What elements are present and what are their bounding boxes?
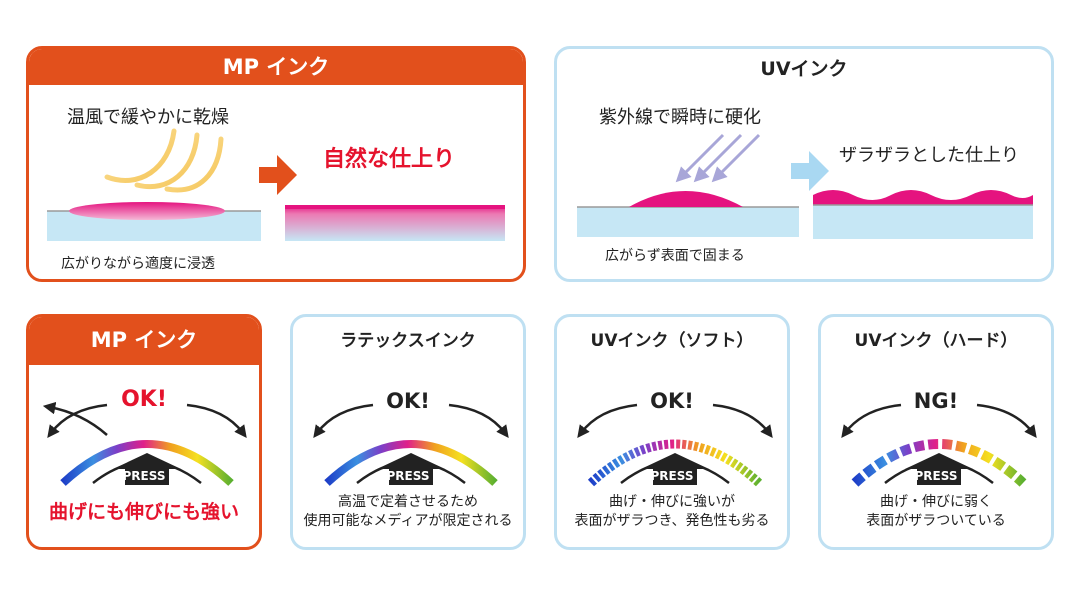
card-uv-soft-status: OK! [650, 389, 694, 413]
press-arrow-icon [641, 453, 709, 485]
bend-arrow-right-icon [712, 403, 773, 438]
card-uv-soft-press-label: PRESS [650, 469, 694, 483]
uv-process-text: 紫外線で瞬時に硬化 [599, 107, 761, 128]
uv-process-illustration [577, 133, 1033, 239]
uv-result-text: ザラザラとした仕上り [839, 145, 1019, 166]
rainbow-print-arc [324, 440, 498, 486]
bend-arrow-left-icon [577, 403, 638, 438]
press-arrow-icon [377, 453, 445, 485]
uv-ink-droplet [629, 191, 743, 207]
card-latex-ink: ラテックスインク OK! PRESS 高温で定着させるため 使用可能なメディアが… [290, 314, 526, 550]
card-uv-hard-press-label: PRESS [914, 469, 958, 483]
card-uv-hard-caption-line-2: 表面がザラついている [866, 513, 1006, 529]
rainbow-print-arc-cracked [851, 439, 1027, 487]
bend-arrow-left-icon [841, 403, 902, 438]
card-latex-caption-line-2: 使用可能なメディアが限定される [303, 513, 513, 529]
flex-test-illustration [313, 403, 509, 486]
bend-arrow-right-icon [448, 403, 509, 438]
card-uv-soft-caption: 曲げ・伸びに強いが 表面がザラつき、発色性も劣る [557, 493, 787, 531]
card-latex-status: OK! [386, 389, 430, 413]
card-mp-caption: 曲げにも伸びにも強い [48, 501, 239, 523]
press-arrow-icon [905, 453, 973, 485]
mp-ink-process-panel: MP インク 温風で緩やかに乾燥 自然な仕上り 広がりながら適度に浸透 [26, 46, 526, 282]
mp-result-text: 自然な仕上り [323, 147, 456, 172]
card-mp-title: MP インク [29, 317, 259, 365]
mp-process-text: 温風で緩やかに乾燥 [67, 107, 229, 128]
card-latex-caption: 高温で定着させるため 使用可能なメディアが限定される [293, 493, 523, 531]
card-uv-hard-title: UVインク（ハード） [854, 331, 1018, 351]
rainbow-print-arc [60, 440, 234, 486]
card-latex-press-label: PRESS [386, 469, 430, 483]
flex-test-illustration [42, 401, 247, 486]
bend-arrow-right-icon [976, 403, 1037, 438]
uv-media-before [577, 207, 799, 237]
card-mp-status: OK! [121, 387, 167, 412]
card-latex-caption-line-1: 高温で定着させるため [338, 494, 478, 510]
orange-arrow-icon [259, 155, 297, 195]
uv-wavy-ink [813, 190, 1033, 205]
bend-arrow-left-icon [313, 403, 374, 438]
uv-light-icon [675, 133, 761, 183]
mp-ink-droplet [69, 202, 225, 220]
rainbow-print-arc-rough [587, 439, 763, 487]
card-uv-soft-title: UVインク（ソフト） [590, 331, 754, 351]
card-uv-hard-caption: 曲げ・伸びに弱く 表面がザラついている [821, 493, 1051, 531]
bend-arrow-left-icon [47, 403, 108, 438]
press-arrow-icon [113, 453, 181, 485]
warm-air-icon [104, 128, 224, 193]
card-uv-hard-ink: UVインク（ハード） NG! PRESS 曲げ・伸びに弱く 表面がザラついている [818, 314, 1054, 550]
card-uv-soft-caption-line-1: 曲げ・伸びに強いが [609, 494, 735, 510]
mp-bottom-text: 広がりながら適度に浸透 [61, 256, 215, 272]
mp-media-after [285, 205, 505, 241]
blue-arrow-icon [791, 151, 829, 191]
bend-arrow-right-icon [186, 403, 247, 438]
mp-ink-title: MP インク [29, 49, 523, 85]
card-mp-ink: MP インク OK! PRESS 曲げにも伸びにも強い [26, 314, 262, 550]
flex-test-illustration [841, 403, 1037, 487]
card-mp-press-label: PRESS [122, 469, 166, 483]
uv-ink-process-panel: UVインク 紫外線で瞬時に硬化 ザラザラとした仕上り 広がらず表面で固まる [554, 46, 1054, 282]
uv-bottom-text: 広がらず表面で固まる [605, 248, 745, 264]
flex-test-illustration [577, 403, 773, 487]
card-uv-hard-caption-line-1: 曲げ・伸びに弱く [880, 494, 992, 510]
card-latex-title: ラテックスインク [340, 331, 476, 351]
card-uv-soft-caption-line-2: 表面がザラつき、発色性も劣る [574, 513, 770, 529]
uv-ink-title: UVインク [760, 58, 848, 80]
uv-media-after [813, 205, 1033, 239]
card-uv-soft-ink: UVインク（ソフト） OK! PRESS 曲げ・伸びに強いが 表面がザラつき、発… [554, 314, 790, 550]
mp-process-illustration [47, 128, 505, 241]
card-uv-hard-status: NG! [913, 389, 959, 413]
